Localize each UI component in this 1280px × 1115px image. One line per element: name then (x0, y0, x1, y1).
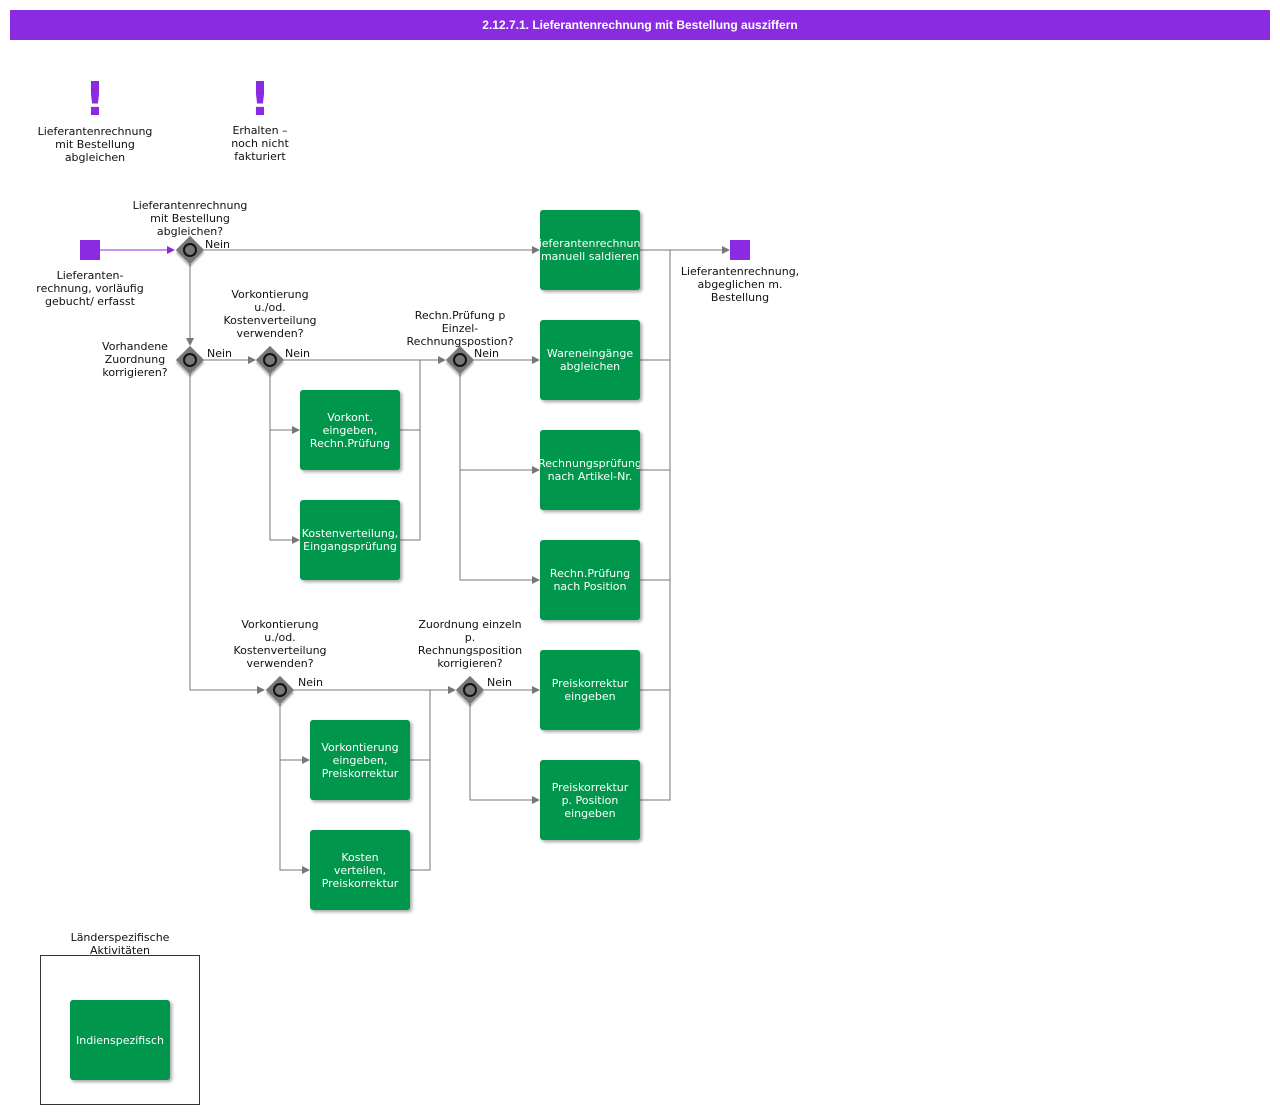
gateway-label-g1: Lieferantenrechnung mit Bestellung abgle… (132, 199, 248, 238)
gateway-ring-g2 (183, 353, 197, 367)
gateway-ring-g1 (183, 243, 197, 257)
flow-vorkont-g4 (400, 360, 421, 431)
nein-label-g5: Nein (298, 676, 324, 689)
nein-label-g6: Nein (487, 676, 513, 689)
flow-g5-kosten-preis (279, 760, 310, 874)
flow-g3-kostenvert (269, 430, 300, 544)
flow-merge-bus (640, 250, 671, 801)
task-vorkont-eingeben[interactable]: Vorkont. eingeben, Rechn.Prüfung (300, 390, 400, 470)
task-label: Kosten verteilen, Preiskorrektur (321, 850, 399, 890)
task-label: Preiskorrektur eingeben (551, 677, 629, 703)
flow-kostenvert-g4 (400, 430, 421, 541)
task-rechnpruefung-position[interactable]: Rechn.Prüfung nach Position (540, 540, 640, 620)
start-event-label: Lieferanten- rechnung, vorläufig gebucht… (36, 269, 144, 308)
gateway-label-g3: Vorkontierung u./od. Kostenverteilung ve… (223, 288, 317, 340)
task-label: Wareneingänge abgleichen (546, 347, 634, 373)
task-label: Vorkont. eingeben, Rechn.Prüfung (309, 410, 391, 450)
end-event-label: Lieferantenrechnung, abgeglichen m. Best… (680, 265, 800, 304)
diagram-title: 2.12.7.1. Lieferantenrechnung mit Bestel… (10, 10, 1270, 40)
task-label: Preiskorrektur p. Position eingeben (551, 780, 629, 820)
gateway-ring-g3 (263, 353, 277, 367)
task-label: Rechn.Prüfung nach Position (549, 567, 631, 593)
exclamation-icon: ! (249, 72, 271, 126)
nein-label-g3: Nein (285, 347, 311, 360)
task-manuell-saldieren[interactable]: Lieferantenrechnung manuell saldieren (540, 210, 640, 290)
task-indienspezifisch[interactable]: Indienspezifisch (70, 1000, 170, 1080)
flow-g6-preis-pos (469, 704, 540, 804)
trigger-label-abgleichen: Lieferantenrechnung mit Bestellung abgle… (37, 125, 153, 164)
gateway-ring-g4 (453, 353, 467, 367)
gateway-ring-g6 (463, 683, 477, 697)
flow-g4-artikel (459, 374, 540, 474)
flow-g3-vorkont (269, 374, 300, 434)
flow-g4-position (459, 470, 540, 584)
task-preiskorrektur[interactable]: Preiskorrektur eingeben (540, 650, 640, 730)
flow-g5-vorkont-preis (279, 704, 310, 764)
task-label: Rechnungsprüfung nach Artikel-Nr. (540, 457, 640, 483)
gateway-label-g2: Vorhandene Zuordnung korrigieren? (102, 340, 168, 379)
task-rechnungspruefung-artikel[interactable]: Rechnungsprüfung nach Artikel-Nr. (540, 430, 640, 510)
end-event[interactable] (730, 240, 750, 260)
task-preiskorrektur-position[interactable]: Preiskorrektur p. Position eingeben (540, 760, 640, 840)
exclamation-icon: ! (84, 72, 106, 126)
start-event[interactable] (80, 240, 100, 260)
trigger-label-erhalten: Erhalten – noch nicht fakturiert (231, 124, 289, 163)
nein-label-g1: Nein (205, 238, 231, 251)
task-vorkontierung-preiskorrektur[interactable]: Vorkontierung eingeben, Preiskorrektur (310, 720, 410, 800)
flow-vorkont-preis-g6 (410, 690, 431, 761)
group-label: Länderspezifische Aktivitäten (70, 931, 170, 955)
gateway-label-g6: Zuordnung einzeln p. Rechnungsposition k… (417, 618, 523, 670)
task-label: Kostenverteilung, Eingangsprüfung (301, 527, 399, 553)
nein-label-g4: Nein (474, 347, 500, 360)
gateway-label-g4: Rechn.Prüfung p Einzel- Rechnungspostion… (406, 309, 514, 348)
task-kosten-verteilen-preiskorrektur[interactable]: Kosten verteilen, Preiskorrektur (310, 830, 410, 910)
task-wareneingaenge-abgleichen[interactable]: Wareneingänge abgleichen (540, 320, 640, 400)
task-label: Vorkontierung eingeben, Preiskorrektur (321, 740, 399, 780)
gateway-ring-g5 (273, 683, 287, 697)
flow-kosten-preis-g6 (410, 760, 431, 871)
task-label: Lieferantenrechnung manuell saldieren (540, 237, 640, 263)
gateway-label-g5: Vorkontierung u./od. Kostenverteilung ve… (233, 618, 327, 670)
task-kostenverteilung[interactable]: Kostenverteilung, Eingangsprüfung (300, 500, 400, 580)
nein-label-g2: Nein (207, 347, 233, 360)
flow-g2-g5 (189, 374, 265, 694)
country-specific-group (40, 955, 200, 1105)
task-label: Indienspezifisch (76, 1033, 164, 1047)
